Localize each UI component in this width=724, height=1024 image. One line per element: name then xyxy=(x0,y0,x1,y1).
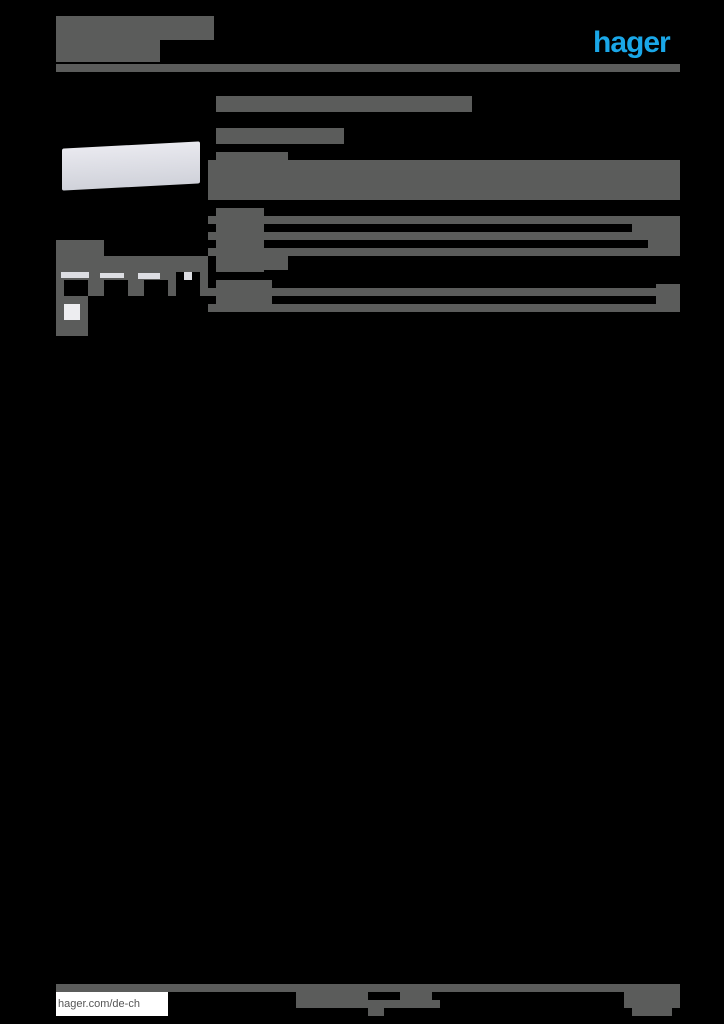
header-title-redacted xyxy=(56,16,214,40)
product-image xyxy=(62,141,200,191)
accessory-thumbnail-1[interactable] xyxy=(61,272,89,278)
header-rule xyxy=(56,64,680,72)
product-subtitle-redacted xyxy=(216,128,344,144)
footer-website-link[interactable]: hager.com/de-ch xyxy=(56,992,168,1016)
spec-value-2 xyxy=(648,240,680,248)
accessory-thumbnail-5[interactable] xyxy=(64,304,80,320)
footer-info-redacted-2 xyxy=(296,1000,440,1008)
description-text-redacted xyxy=(208,160,680,200)
spec-subheading-redacted xyxy=(216,256,288,270)
spec-value-4 xyxy=(656,284,680,312)
footer-page-redacted xyxy=(624,992,680,1008)
spec-row-1 xyxy=(208,216,680,224)
header-subtitle-redacted xyxy=(56,40,160,62)
accessory-thumbnail-3[interactable] xyxy=(138,273,160,279)
spec-value-1 xyxy=(632,224,680,232)
accessory-thumbnail-2[interactable] xyxy=(100,273,124,278)
footer-rule xyxy=(56,984,680,992)
footer-info-redacted-3 xyxy=(400,992,432,1000)
footer-info-redacted-4 xyxy=(368,1008,384,1016)
spec-row-2 xyxy=(208,232,680,240)
spec-row-3 xyxy=(208,248,680,256)
spec-row-5 xyxy=(208,304,680,312)
hager-logo: hager xyxy=(593,26,671,59)
footer-info-redacted-1 xyxy=(296,992,368,1000)
description-heading-redacted xyxy=(216,152,288,162)
footer-page-redacted-2 xyxy=(632,1008,672,1016)
accessories-heading-redacted xyxy=(56,240,104,256)
spec-row-4 xyxy=(208,288,680,296)
accessory-thumbnail-4[interactable] xyxy=(184,272,192,280)
product-title-redacted xyxy=(216,96,472,112)
spec-label-4 xyxy=(216,280,272,304)
